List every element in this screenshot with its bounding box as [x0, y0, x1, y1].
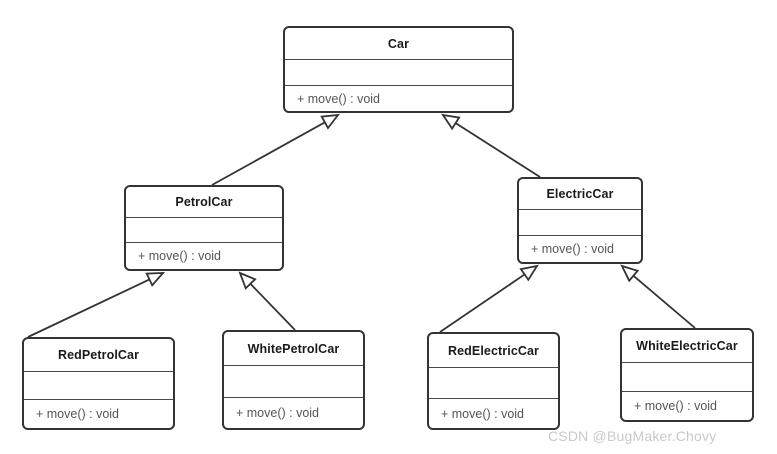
generalization-line — [632, 275, 696, 329]
class-box-electriccar[interactable]: ElectricCar + move() : void — [517, 177, 643, 264]
hollow-triangle-arrowhead-icon — [238, 271, 257, 290]
generalization-redpetrolcar-petrolcar — [27, 272, 166, 338]
csdn-watermark: CSDN @BugMaker.Chovy — [548, 428, 717, 444]
class-name-redpetrolcar: RedPetrolCar — [24, 339, 173, 372]
generalization-petrolcar-car — [211, 113, 340, 186]
class-box-redpetrolcar[interactable]: RedPetrolCar + move() : void — [22, 337, 175, 430]
class-attributes-car — [285, 60, 512, 86]
class-name-redelectriccar: RedElectricCar — [429, 334, 558, 368]
class-operations-whitepetrolcar: + move() : void — [236, 406, 320, 420]
class-name-whiteelectriccar: WhiteElectricCar — [622, 330, 752, 363]
hollow-triangle-arrowhead-icon — [620, 264, 640, 283]
generalization-electriccar-car — [441, 113, 541, 178]
generalization-line — [455, 122, 541, 178]
class-operations-petrolcar: + move() : void — [138, 249, 222, 263]
class-attributes-whitepetrolcar — [224, 366, 363, 398]
generalization-line — [249, 283, 296, 331]
class-attributes-petrolcar — [126, 218, 282, 243]
class-box-redelectriccar[interactable]: RedElectricCar + move() : void — [427, 332, 560, 430]
class-attributes-electriccar — [519, 210, 641, 236]
generalization-line — [27, 278, 150, 338]
generalization-line — [211, 121, 326, 186]
class-attributes-redelectriccar — [429, 368, 558, 399]
hollow-triangle-arrowhead-icon — [320, 113, 340, 130]
generalization-line — [439, 273, 526, 333]
generalization-whiteelectriccar-electriccar — [620, 264, 696, 329]
class-box-whitepetrolcar[interactable]: WhitePetrolCar + move() : void — [222, 330, 365, 430]
hollow-triangle-arrowhead-icon — [519, 264, 539, 282]
class-attributes-whiteelectriccar — [622, 363, 752, 392]
class-operations-electriccar: + move() : void — [531, 242, 615, 256]
class-operations-car: + move() : void — [297, 91, 381, 106]
class-operations-redpetrolcar: + move() : void — [36, 407, 120, 421]
class-box-whiteelectriccar[interactable]: WhiteElectricCar + move() : void — [620, 328, 754, 422]
class-box-petrolcar[interactable]: PetrolCar + move() : void — [124, 185, 284, 271]
class-name-petrolcar: PetrolCar — [126, 187, 282, 218]
class-name-electriccar: ElectricCar — [519, 179, 641, 210]
hollow-triangle-arrowhead-icon — [441, 113, 461, 131]
class-name-whitepetrolcar: WhitePetrolCar — [224, 332, 363, 366]
generalization-whitepetrolcar-petrolcar — [238, 271, 296, 331]
class-attributes-redpetrolcar — [24, 372, 173, 400]
class-operations-redelectriccar: + move() : void — [441, 406, 525, 421]
class-name-car: Car — [285, 28, 512, 60]
class-box-car[interactable]: Car + move() : void — [283, 26, 514, 113]
hollow-triangle-arrowhead-icon — [145, 272, 166, 287]
class-operations-whiteelectriccar: + move() : void — [634, 399, 718, 413]
generalization-redelectriccar-electriccar — [439, 264, 539, 333]
